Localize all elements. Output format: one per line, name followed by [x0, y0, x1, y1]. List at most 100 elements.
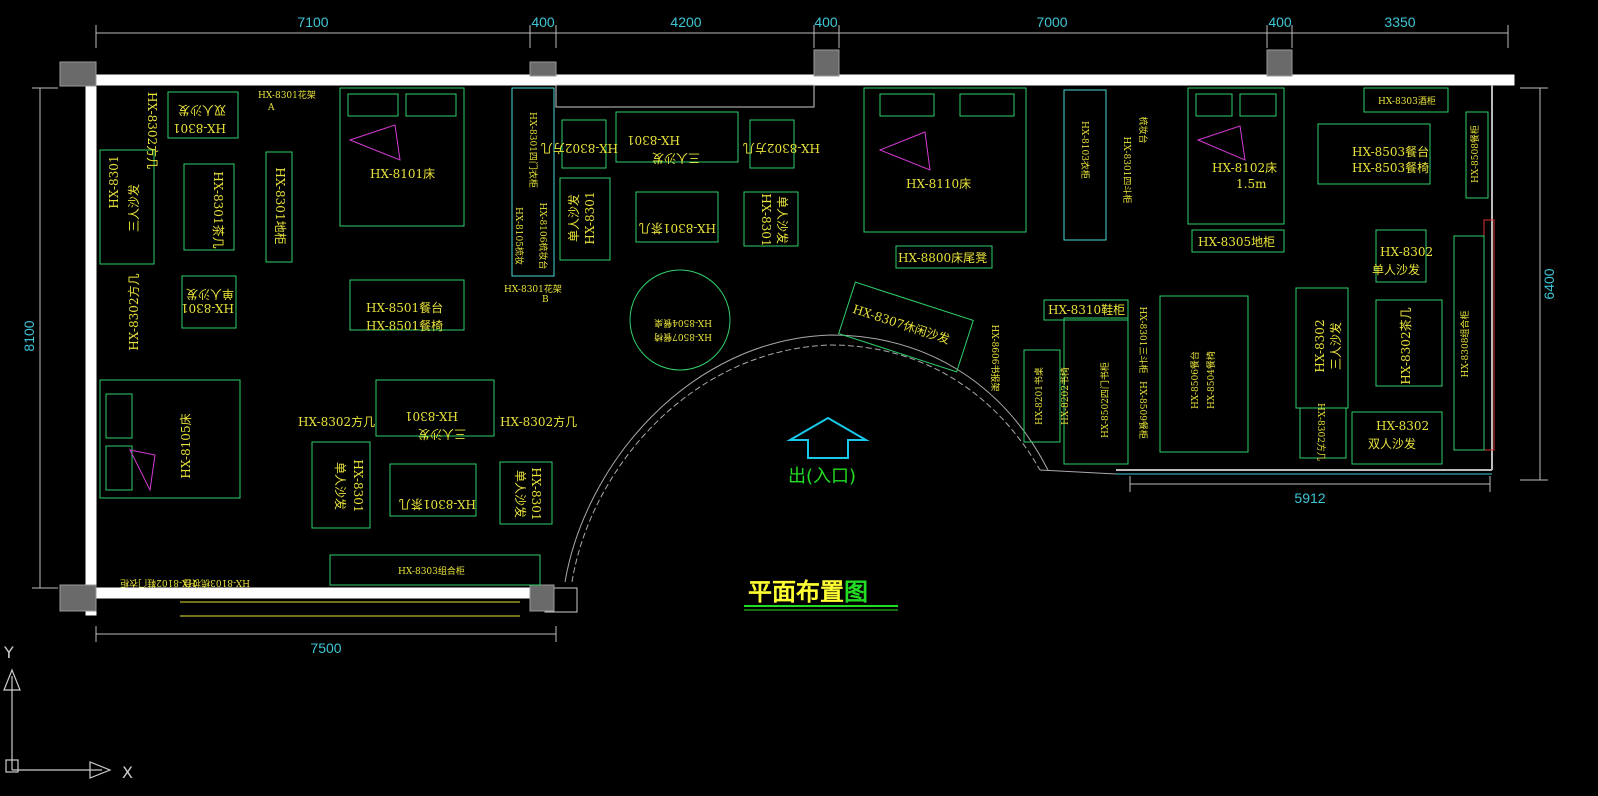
dim-top-5: 7000 — [1036, 14, 1067, 30]
label-f19: HX-8302方几 — [298, 414, 375, 429]
drawing-title: 平面布置图 — [748, 578, 868, 606]
label-f35: HX-8301茶几 — [639, 221, 716, 236]
label-f49: HX-8103衣柜 — [1079, 121, 1091, 179]
label-f54: HX-8305地柜 — [1198, 235, 1275, 249]
label-f11: 单人沙发 — [186, 287, 234, 302]
label-f72: HX-8302方几 — [1315, 403, 1327, 461]
label-f70: 三人沙发 — [1328, 322, 1343, 370]
label-f48: HX-8606书报架 — [989, 325, 1001, 392]
ucs-y-label: Y — [3, 643, 14, 662]
dim-top-6: 400 — [1268, 14, 1292, 30]
label-f10: HX-8301地柜 — [273, 167, 287, 244]
label-f22: 单人沙发 — [333, 462, 348, 510]
label-f53: 1.5m — [1236, 177, 1267, 191]
label-f41: HX-8301花架 — [504, 283, 562, 295]
label-f46: HX-8800床尾凳 — [898, 250, 987, 265]
label-f30: HX-8301 — [627, 133, 680, 147]
label-f38: HX-8301四门衣柜 — [527, 112, 539, 188]
label-f26: HX-8103梳妆台 — [183, 577, 250, 589]
label-f28: HX-8303组合柜 — [398, 565, 465, 577]
label-f23: HX-8301茶几 — [399, 497, 476, 512]
title-part-2: 图 — [844, 578, 868, 606]
label-f45: HX-8110床 — [906, 177, 971, 191]
dim-top-1: 7100 — [297, 14, 328, 30]
label-f14: HX-8501餐台 — [366, 300, 443, 315]
label-f42: B — [542, 295, 549, 305]
label-f32: HX-8302方几 — [743, 141, 820, 156]
label-f25: 单人沙发 — [513, 470, 528, 518]
top-dimension-line: 7100 400 4200 400 7000 400 3350 — [95, 14, 1509, 48]
label-f51: 梳妆台 — [1137, 116, 1149, 143]
label-f74: 双人沙发 — [1368, 436, 1416, 451]
columns — [59, 49, 1293, 612]
label-f01: HX-8302方几 — [145, 92, 160, 169]
label-f06: HX-8101床 — [370, 167, 435, 181]
label-f63: HX-8201书桌 — [1033, 367, 1045, 425]
furniture-labels: HX-8302方几 双人沙发 HX-8301 HX-8301花架 A HX-81… — [107, 89, 1481, 589]
bottom-right-dimension-line: 5912 — [1129, 476, 1491, 506]
label-f55: HX-8303酒柜 — [1378, 95, 1436, 107]
dim-top-7: 3350 — [1384, 14, 1415, 30]
label-f40: HX-8106梳妆台 — [537, 203, 549, 270]
label-f56: HX-8503餐台 — [1352, 144, 1429, 159]
label-f07: HX-8301 — [107, 155, 121, 208]
label-f66: HX-8509餐柜 — [1137, 381, 1149, 439]
label-f34: 单人沙发 — [566, 194, 581, 242]
label-f05: A — [267, 103, 275, 113]
label-f75: HX-8308组合柜 — [1459, 311, 1471, 378]
label-f15: HX-8501餐椅 — [366, 318, 443, 333]
label-f31: 三人沙发 — [652, 151, 700, 166]
label-f57: HX-8503餐椅 — [1352, 160, 1429, 175]
label-f17: HX-8301 — [405, 409, 458, 423]
entrance-label: 出(入口) — [788, 466, 856, 487]
label-f71: HX-8302茶几 — [1398, 307, 1413, 384]
label-f02: 双人沙发 — [178, 103, 226, 118]
label-f09: HX-8301茶几 — [211, 171, 226, 248]
walls — [85, 74, 1515, 616]
entrance-arrow-icon — [786, 416, 870, 459]
label-f39: HX-8105梳妆 — [513, 207, 525, 265]
label-f13: HX-8302方几 — [126, 273, 141, 350]
label-f04: HX-8301花架 — [258, 89, 316, 101]
label-f29: HX-8302方几 — [541, 141, 618, 156]
label-f33: HX-8301 — [583, 191, 597, 244]
label-f18: 三人沙发 — [418, 427, 466, 442]
ucs-x-label: X — [122, 763, 133, 782]
label-f43: HX-8504餐桌 — [654, 317, 712, 329]
curved-glass-facade — [571, 344, 1041, 583]
dim-top-4: 400 — [814, 14, 838, 30]
label-f65: HX-8502四门书柜 — [1099, 362, 1111, 438]
label-f58: HX-8508餐柜 — [1469, 125, 1481, 183]
label-f36: HX-8301 — [759, 193, 773, 246]
label-f16: HX-8105床 — [179, 413, 193, 478]
label-f27: HX-8102鞋门衣柜 — [120, 577, 196, 589]
label-f60: 单人沙发 — [1372, 262, 1420, 277]
balcony-hatching — [180, 601, 520, 617]
label-f12: HX-8301 — [181, 301, 234, 315]
label-f52: HX-8102床 — [1212, 161, 1277, 175]
label-f62: HX-8301三斗柜 — [1137, 307, 1149, 374]
label-f08: 三人沙发 — [126, 184, 141, 232]
title-part-1: 平面布置 — [748, 578, 844, 606]
label-f67: HX-8506餐台 — [1189, 351, 1201, 409]
label-f37: 单人沙发 — [775, 196, 790, 244]
label-f61: HX-8310鞋柜 — [1048, 302, 1125, 317]
label-f73: HX-8302 — [1376, 419, 1429, 433]
label-f64: HX-8202书椅 — [1059, 367, 1071, 425]
dim-top-2: 400 — [531, 14, 555, 30]
label-f03: HX-8301 — [173, 121, 226, 135]
bottom-left-dimension-line: 7500 — [95, 626, 557, 656]
right-dimension-line: 6400 — [1520, 87, 1557, 481]
label-f24: HX-8301 — [529, 467, 543, 520]
label-f59: HX-8302 — [1380, 245, 1433, 259]
dim-top-3: 4200 — [670, 14, 701, 30]
left-dimension-line: 8100 — [21, 87, 58, 589]
furniture-outlines — [99, 87, 1489, 586]
dim-bottom-left: 7500 — [310, 640, 341, 656]
label-f69: HX-8302 — [1313, 319, 1327, 372]
dim-left: 8100 — [21, 320, 37, 351]
label-f21: HX-8301 — [351, 459, 365, 512]
ucs-axis-icon: Y X — [3, 643, 133, 782]
label-f50: HX-8301四斗柜 — [1121, 137, 1133, 204]
